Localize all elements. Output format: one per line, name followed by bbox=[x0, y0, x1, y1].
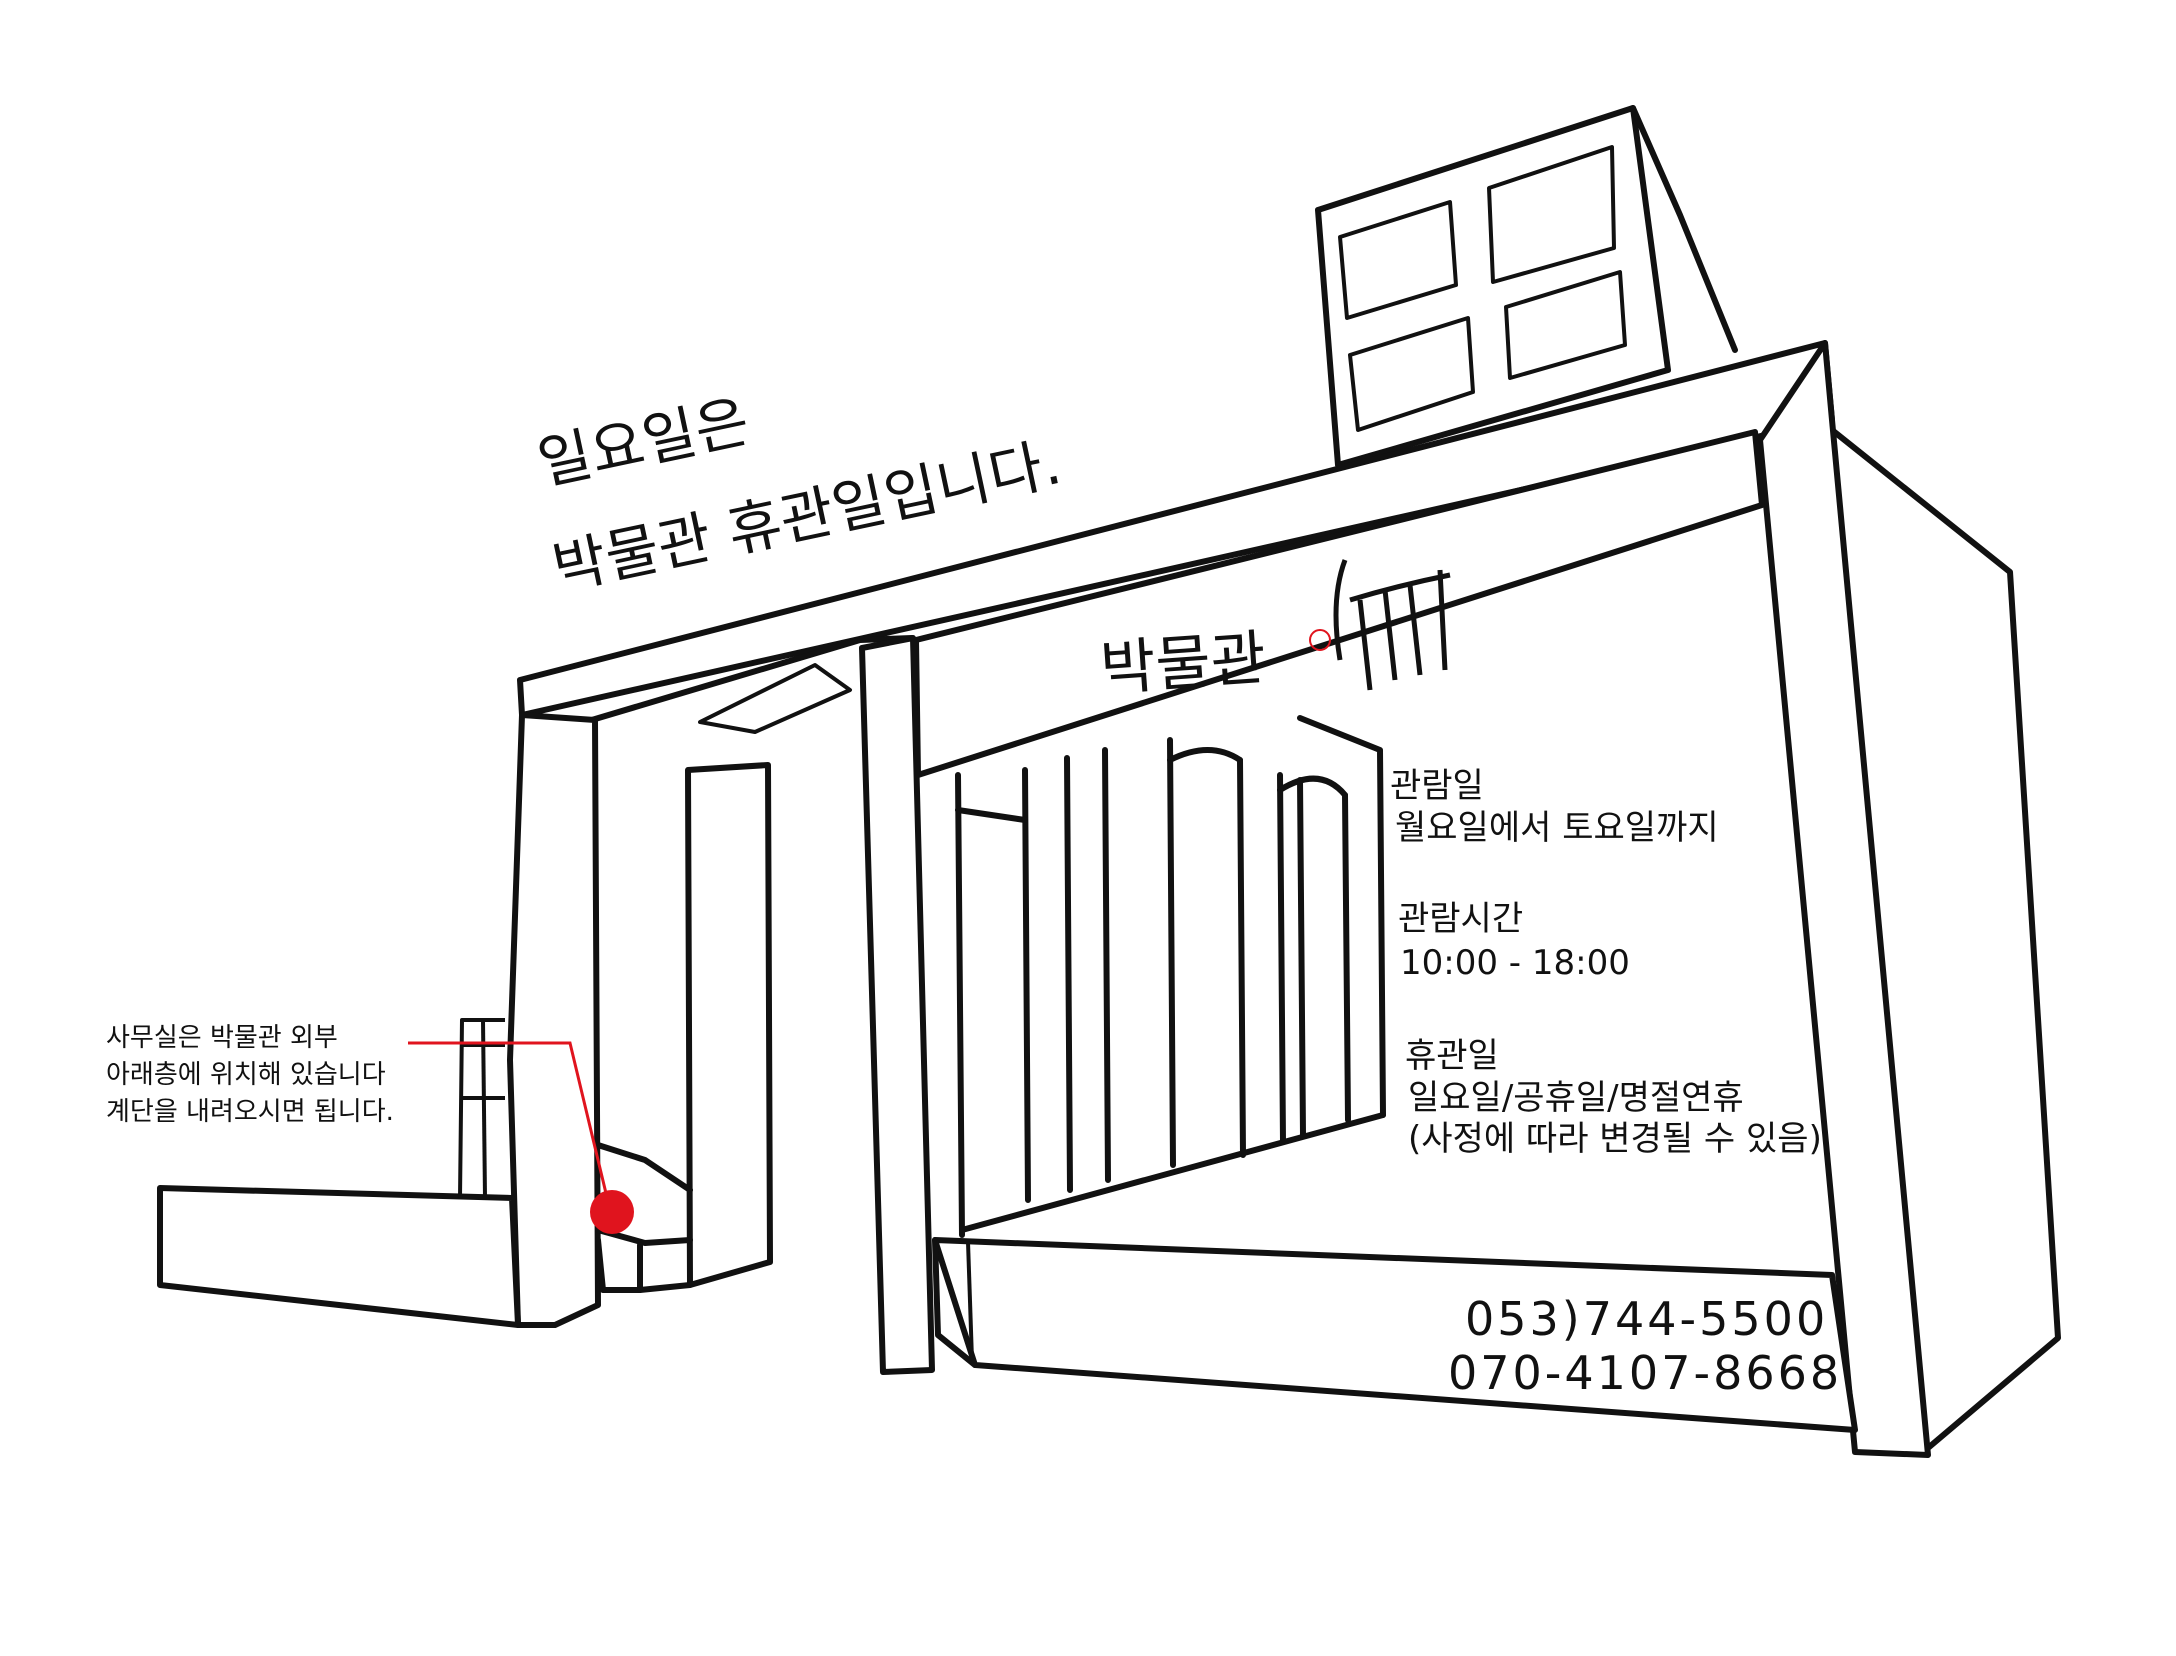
office-note-line-2: 아래층에 위치해 있습니다 bbox=[106, 1059, 386, 1090]
center-pillar bbox=[859, 635, 935, 1375]
left-pillar bbox=[507, 712, 601, 1328]
closed-days-label: 휴관일 bbox=[1405, 1036, 1499, 1076]
viewing-hours-label: 관람시간 bbox=[1398, 899, 1524, 939]
office-location-marker bbox=[408, 1041, 634, 1234]
office-note-line-1: 사무실은 박물관 외부 bbox=[106, 1023, 338, 1053]
interior-columns bbox=[955, 715, 1386, 1238]
office-location-dot bbox=[590, 1190, 634, 1234]
viewing-days-value: 월요일에서 토요일까지 bbox=[1395, 808, 1719, 848]
museum-sign-text: 박물관 bbox=[1098, 623, 1269, 705]
viewing-days-label: 관람일 bbox=[1390, 766, 1484, 806]
right-side-wall bbox=[1829, 427, 2061, 1451]
closed-days-note: (사정에 따라 변경될 수 있음) bbox=[1408, 1119, 1822, 1159]
phone-number-1: 053)744-5500 bbox=[1465, 1292, 1829, 1346]
right-pillar bbox=[1757, 340, 1931, 1458]
rooftop-window-box bbox=[1315, 105, 1738, 468]
closed-days-value: 일요일/공휴일/명절연휴 bbox=[1408, 1078, 1744, 1118]
left-low-wall bbox=[157, 1018, 521, 1328]
front-floor-slab bbox=[932, 1237, 1858, 1433]
office-note-line-3: 계단을 내려오시면 됩니다. bbox=[106, 1096, 394, 1127]
sign-seal bbox=[1309, 559, 1451, 691]
office-location-note: 사무실은 박물관 외부 아래층에 위치해 있습니다 계단을 내려오시면 됩니다. bbox=[106, 1020, 394, 1131]
left-inner-wall bbox=[595, 762, 773, 1293]
viewing-hours-value: 10:00 - 18:00 bbox=[1400, 943, 1630, 983]
phone-number-2: 070-4107-8668 bbox=[1448, 1346, 1843, 1400]
